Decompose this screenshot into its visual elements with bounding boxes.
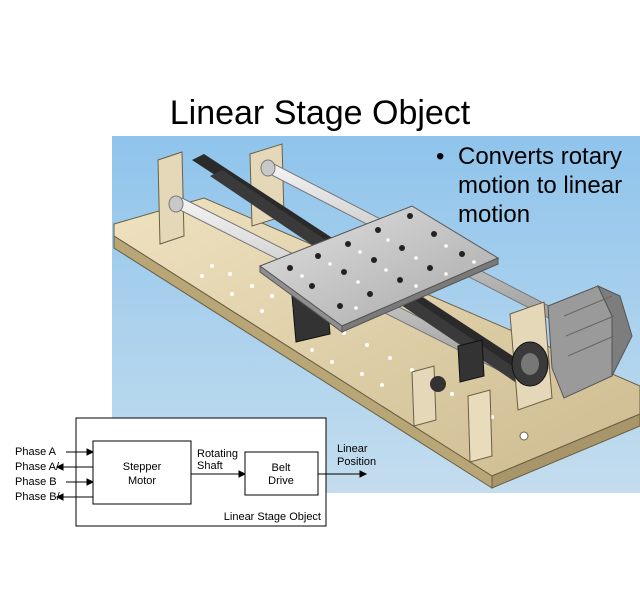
input-arrows bbox=[55, 448, 95, 501]
carriage-holes bbox=[300, 238, 476, 310]
output-arrow bbox=[318, 470, 368, 478]
motor-assembly bbox=[509, 284, 633, 411]
input-label-1: Phase A bbox=[15, 446, 57, 458]
shaft-arrow bbox=[191, 470, 247, 478]
container-label: Linear Stage Object bbox=[224, 511, 321, 523]
carriage-screws bbox=[287, 213, 465, 309]
block-diagram: Phase A Phase A/ Phase B Phase B/ Steppe… bbox=[15, 417, 376, 527]
motor-label-line1: Stepper bbox=[123, 461, 162, 473]
bullet-dot: • bbox=[436, 143, 445, 170]
shaft-label-line2: Shaft bbox=[197, 460, 223, 472]
linear-stage-render bbox=[112, 136, 640, 493]
belt-label-line2: Drive bbox=[268, 475, 294, 487]
bullet-text: Converts rotary motion to linear motion bbox=[458, 143, 623, 228]
slide-title: Linear Stage Object bbox=[169, 94, 471, 132]
input-label-3: Phase B bbox=[15, 476, 57, 488]
stepper-motor-block bbox=[92, 440, 192, 505]
output-label-line2: Position bbox=[337, 456, 376, 468]
input-label-2: Phase A/ bbox=[15, 461, 60, 473]
shaft-label-line1: Rotating bbox=[197, 448, 238, 460]
base-plate bbox=[113, 197, 640, 489]
front-bracket bbox=[411, 365, 529, 463]
carriage-plate bbox=[258, 205, 500, 333]
input-label-4: Phase B/ bbox=[15, 491, 61, 503]
belt-label-line1: Belt bbox=[272, 462, 291, 474]
motor-label-line2: Motor bbox=[128, 475, 156, 487]
output-label-line1: Linear bbox=[337, 443, 368, 455]
belt-drive-block bbox=[244, 451, 319, 496]
